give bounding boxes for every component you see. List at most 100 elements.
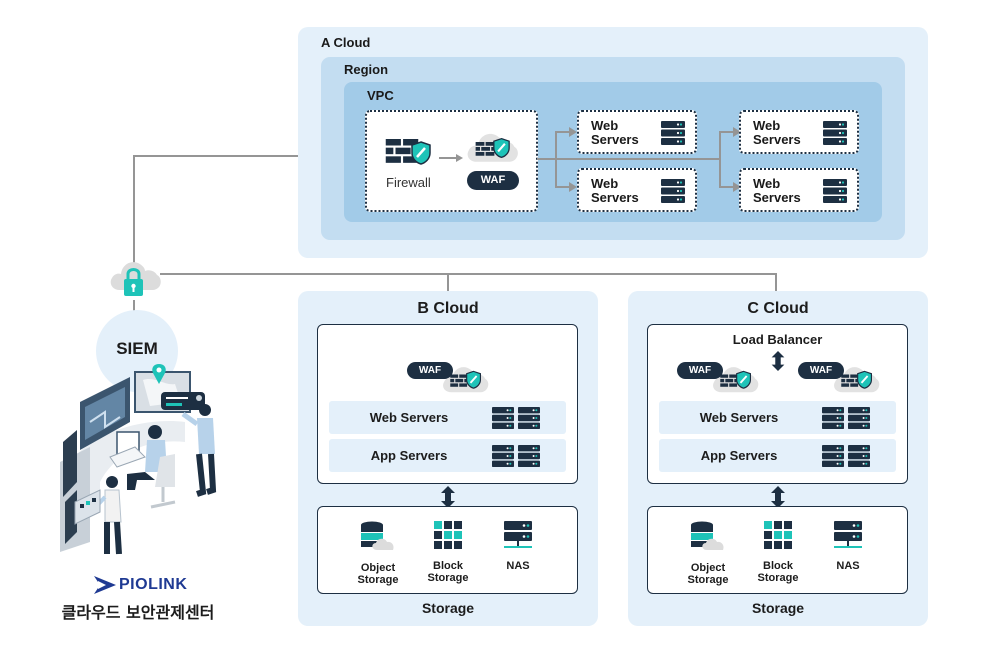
- server-rack-icon: [492, 445, 514, 467]
- server-rack-icon: [518, 445, 540, 467]
- firewall-icon: [385, 139, 431, 166]
- server-rack-icon: [822, 445, 844, 467]
- storage-label-line2: Storage: [757, 572, 799, 584]
- storage-label-line2: Storage: [687, 574, 729, 586]
- server-rack-icon: [661, 179, 685, 203]
- waf-cloud-icon: [713, 367, 759, 393]
- waf-cloud-icon: [834, 367, 880, 393]
- web-servers-tier: Web Servers: [659, 401, 896, 434]
- arrow-to-web-3: [719, 127, 741, 137]
- server-rack-icon: [492, 407, 514, 429]
- storage-label-line1: Block: [763, 560, 793, 572]
- storage-label-line1: Block: [433, 560, 463, 572]
- storage-label: Storage: [751, 600, 805, 616]
- app-servers-tier: App Servers: [329, 439, 566, 472]
- nas-icon: [504, 521, 532, 548]
- b-cloud-title: B Cloud: [417, 300, 479, 317]
- connector-vpc-main: [537, 158, 720, 160]
- brand-name: PIOLINK: [119, 576, 188, 593]
- tier-label: Web Servers: [699, 410, 779, 425]
- firewall-label: Firewall: [386, 175, 431, 190]
- object-storage-icon: [691, 521, 724, 550]
- nas-icon: [834, 521, 862, 548]
- server-rack-icon: [848, 445, 870, 467]
- cloud-lock-icon: [110, 262, 161, 296]
- connector-b-cloud-drop: [447, 273, 449, 291]
- web-servers-label-line2: Servers: [753, 190, 801, 205]
- arrow-right-icon: [439, 154, 463, 162]
- connector-siem-to-a-cloud-horizontal: [133, 155, 366, 157]
- bidirectional-arrow-icon: [771, 486, 785, 508]
- connector-c-cloud-drop: [775, 273, 777, 291]
- server-rack-icon: [823, 179, 847, 203]
- connector-siem-to-lower-clouds: [160, 273, 777, 275]
- waf-badge: WAF: [467, 171, 519, 190]
- piolink-logo-icon: [94, 576, 116, 594]
- storage-label-line1: Object: [360, 562, 396, 574]
- web-servers-label-line1: Web: [753, 118, 781, 133]
- c-cloud-title: C Cloud: [747, 300, 809, 317]
- connector-siem-to-a-cloud-vertical: [133, 155, 135, 265]
- storage-label-line2: Storage: [357, 574, 399, 586]
- server-rack-icon: [823, 121, 847, 145]
- web-servers-label-line2: Servers: [753, 132, 801, 147]
- vpc-label: VPC: [367, 88, 394, 103]
- arrow-to-web-2: [555, 182, 577, 192]
- web-servers-label-line2: Servers: [591, 132, 639, 147]
- tier-label: App Servers: [370, 448, 448, 463]
- bidirectional-arrow-icon: [771, 351, 785, 371]
- storage-label-line1: NAS: [506, 560, 530, 572]
- arrow-to-web-1: [555, 127, 577, 137]
- nas-item: NAS: [483, 521, 553, 572]
- firewall-waf-box: Firewall WAF: [365, 110, 538, 212]
- tier-label: Web Servers: [369, 410, 449, 425]
- bidirectional-arrow-icon: [441, 486, 455, 508]
- waf-badge: WAF: [407, 362, 453, 379]
- web-servers-label-line1: Web: [591, 118, 619, 133]
- a-cloud-title: A Cloud: [321, 35, 371, 50]
- storage-label-line1: NAS: [836, 560, 860, 572]
- storage-label-line2: Storage: [427, 572, 469, 584]
- waf-cloud-icon: [467, 133, 518, 162]
- waf-cloud-icon: [443, 367, 489, 393]
- server-rack-icon: [822, 407, 844, 429]
- server-rack-icon: [661, 121, 685, 145]
- web-servers-label-line1: Web: [753, 176, 781, 191]
- web-servers-label-line1: Web: [591, 176, 619, 191]
- security-center-label: 클라우드 보안관제센터: [61, 603, 215, 622]
- server-rack-icon: [518, 407, 540, 429]
- tier-label: App Servers: [700, 448, 778, 463]
- object-storage-icon: [361, 521, 394, 550]
- app-servers-tier: App Servers: [659, 439, 896, 472]
- connector-vpc-branch-left: [555, 132, 557, 187]
- b-cloud-container: B Cloud WAF Web Servers App Servers: [298, 291, 598, 626]
- arrow-to-web-4: [719, 182, 741, 192]
- storage-label: Storage: [421, 600, 475, 616]
- block-storage-icon: [434, 521, 462, 549]
- siem-label: SIEM: [116, 339, 158, 358]
- block-storage-icon: [764, 521, 792, 549]
- nas-item: NAS: [813, 521, 883, 572]
- c-cloud-container: C Cloud Load Balancer WAF WAF Web Server…: [628, 291, 928, 626]
- web-servers-label-line2: Servers: [591, 190, 639, 205]
- web-servers-tier: Web Servers: [329, 401, 566, 434]
- security-operations-center-illustration: [60, 364, 217, 555]
- b-cloud-compute-box: WAF Web Servers App Servers: [317, 324, 578, 484]
- waf-badge: WAF: [677, 362, 723, 379]
- connector-vpc-branch-right: [719, 132, 721, 187]
- c-cloud-compute-box: Load Balancer WAF WAF Web Servers App Se…: [647, 324, 908, 484]
- load-balancer-label: Load Balancer: [732, 332, 823, 347]
- server-rack-icon: [848, 407, 870, 429]
- storage-label-line1: Object: [690, 562, 726, 574]
- waf-badge: WAF: [798, 362, 844, 379]
